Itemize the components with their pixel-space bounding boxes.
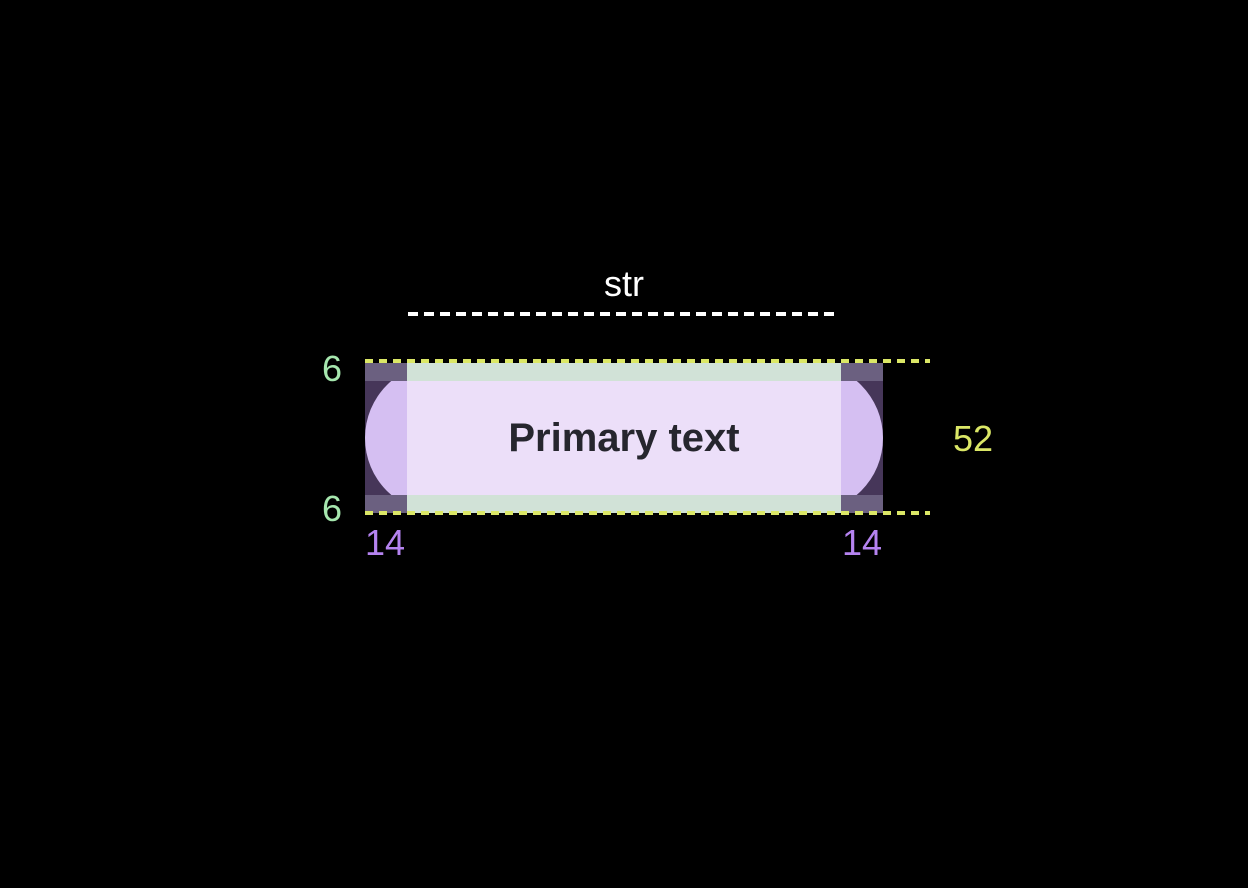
button-top-edge-dashline bbox=[365, 359, 930, 363]
padding-top-label: 6 bbox=[321, 348, 342, 389]
corner-overlay-top-right bbox=[841, 363, 883, 381]
corner-overlay-bottom-right bbox=[841, 495, 883, 513]
button-bottom-edge-dashline bbox=[365, 511, 930, 515]
padding-left-label: 14 bbox=[365, 522, 406, 563]
padding-bottom-band-overlay bbox=[365, 495, 883, 513]
string-width-label: str bbox=[604, 263, 644, 304]
height-label: 52 bbox=[953, 418, 994, 459]
padding-top-band-overlay bbox=[365, 363, 883, 381]
corner-overlay-top-left bbox=[365, 363, 407, 381]
padding-bottom-label: 6 bbox=[321, 488, 342, 529]
button-content-box-overlay bbox=[407, 381, 841, 495]
corner-overlay-bottom-left bbox=[365, 495, 407, 513]
padding-right-label: 14 bbox=[842, 522, 883, 563]
string-width-dashline bbox=[408, 312, 840, 316]
